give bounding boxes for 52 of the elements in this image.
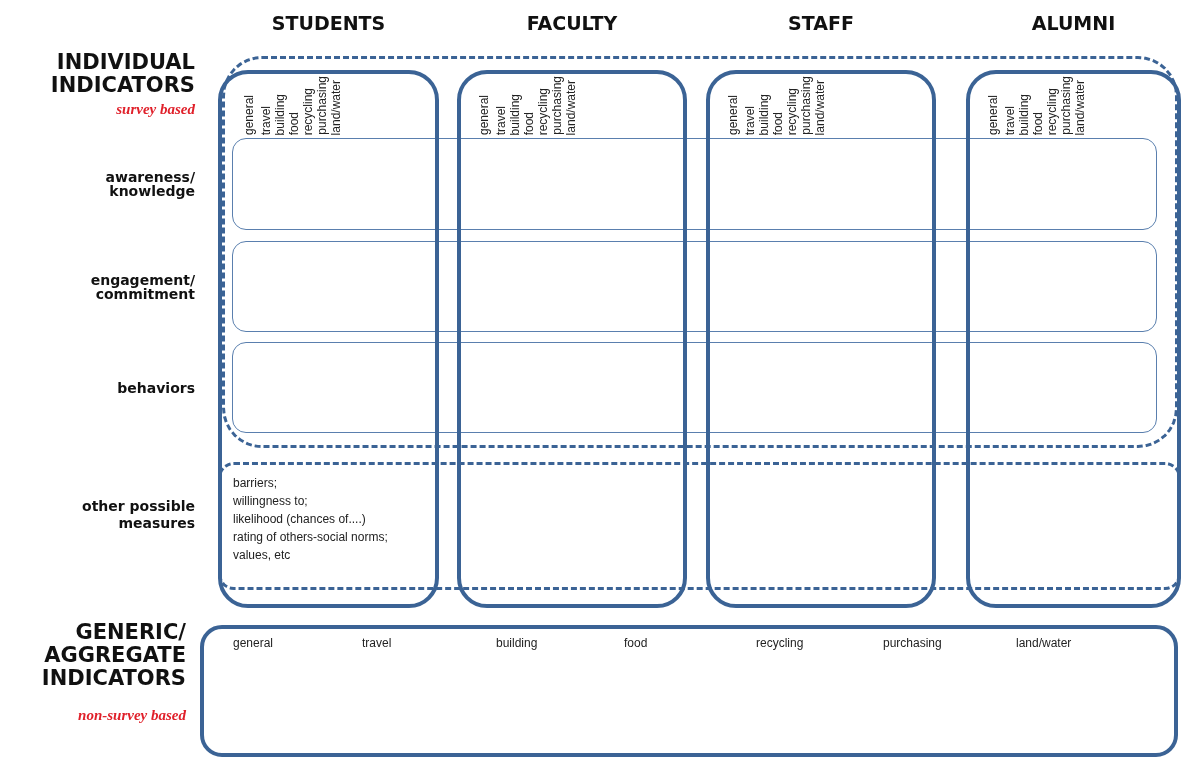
column-heading: STUDENTS: [270, 12, 387, 34]
category-label: building: [509, 93, 522, 135]
category-label: building: [496, 636, 538, 650]
category-label: recycling: [756, 636, 804, 650]
category-label: building: [274, 93, 287, 135]
category-label: travel: [260, 105, 273, 135]
category-label: recycling: [1046, 87, 1059, 135]
category-label: purchasing: [1060, 76, 1073, 135]
category-label: travel: [744, 105, 757, 135]
category-label: purchasing: [316, 76, 329, 135]
row-label: behaviors: [116, 380, 195, 395]
category-label: purchasing: [551, 76, 564, 135]
category-label: purchasing: [800, 76, 813, 135]
column-heading: ALUMNI: [1030, 12, 1117, 34]
category-label: land/water: [1016, 636, 1072, 650]
section-heading: INDIVIDUAL INDICATORS: [49, 51, 195, 97]
category-label: building: [1018, 93, 1031, 135]
category-label: building: [758, 93, 771, 135]
category-label: food: [288, 111, 301, 135]
category-label: travel: [495, 105, 508, 135]
category-label: land/water: [330, 79, 343, 135]
note-text: barriers;: [233, 476, 277, 490]
category-label: food: [624, 636, 648, 650]
column-heading: STAFF: [787, 12, 855, 34]
column-heading: FACULTY: [525, 12, 619, 34]
row-label: other possible measures: [81, 498, 195, 532]
note-text: rating of others-social norms;: [233, 530, 388, 544]
category-label: land/water: [1074, 79, 1087, 135]
note-text: likelihood (chances of....): [233, 512, 366, 526]
category-label: recycling: [302, 87, 315, 135]
category-label: land/water: [565, 79, 578, 135]
section-subtitle: survey based: [116, 101, 195, 118]
category-label: travel: [362, 636, 392, 650]
note-text: values, etc: [233, 548, 291, 562]
category-label: general: [987, 94, 1000, 135]
row-label: awareness/ knowledge: [104, 170, 195, 198]
category-label: recycling: [786, 87, 799, 135]
section-subtitle: non-survey based: [78, 707, 186, 724]
category-label: food: [772, 111, 785, 135]
category-label: food: [523, 111, 536, 135]
category-label: general: [478, 94, 491, 135]
category-label: general: [727, 94, 740, 135]
category-label: purchasing: [883, 636, 942, 650]
category-label: food: [1032, 111, 1045, 135]
category-label: general: [243, 94, 256, 135]
section-heading: GENERIC/ AGGREGATE INDICATORS: [40, 621, 186, 690]
row-label: engagement/ commitment: [89, 272, 195, 301]
category-label: general: [233, 636, 274, 650]
category-label: land/water: [814, 79, 827, 135]
note-text: willingness to;: [233, 494, 308, 508]
category-label: travel: [1004, 105, 1017, 135]
category-label: recycling: [537, 87, 550, 135]
